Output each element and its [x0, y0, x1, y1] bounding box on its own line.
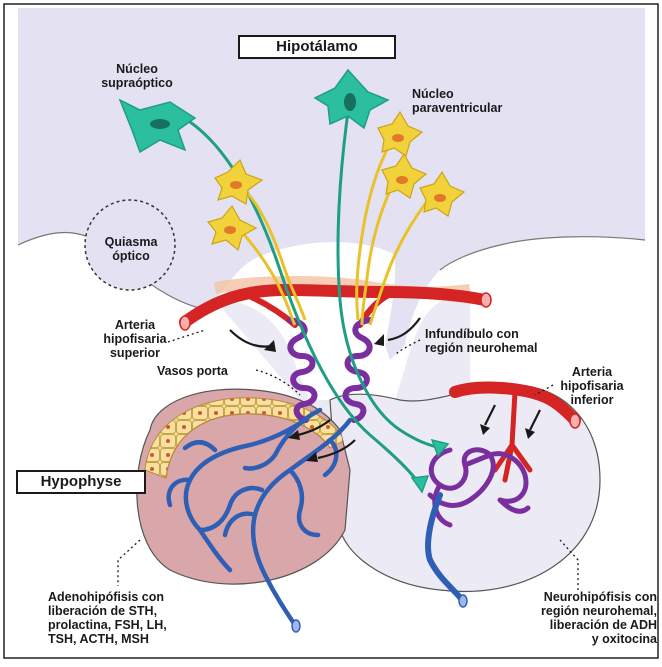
artery-end-left — [180, 316, 190, 330]
hypothalamus-region — [18, 8, 645, 360]
arteria-hipofisaria-inferior-label: Arteria hipofisaria inferior — [552, 365, 632, 407]
artery-end-right — [481, 293, 491, 307]
arteria-hipofisaria-superior-label: Arteria hipofisaria superior — [96, 318, 174, 360]
quiasma-optico-label: Quiasma óptico — [95, 235, 167, 263]
vein-end — [459, 595, 467, 607]
nucleo-paraventricular-label: Núcleo paraventricular — [412, 87, 542, 115]
hypophyse-label: Hypophyse — [16, 470, 146, 494]
neurohypophysis-lobe — [330, 385, 600, 592]
infundibulo-label: Infundíbulo con región neurohemal — [425, 327, 595, 355]
neurohipofisis-label: Neurohipófisis con región neurohemal, li… — [493, 590, 657, 646]
inferior-artery-end — [570, 414, 580, 428]
hipotalamo-label: Hipotálamo — [238, 35, 396, 59]
paraventricular-nucleus — [344, 93, 356, 111]
adenohipofisis-label: Adenohipófisis con liberación de STH, pr… — [48, 590, 208, 646]
portal-vessel-end — [292, 620, 300, 632]
supraoptic-nucleus — [150, 119, 170, 129]
vasos-porta-label: Vasos porta — [157, 364, 257, 378]
nucleo-supraoptico-label: Núcleo supraóptico — [82, 62, 192, 90]
